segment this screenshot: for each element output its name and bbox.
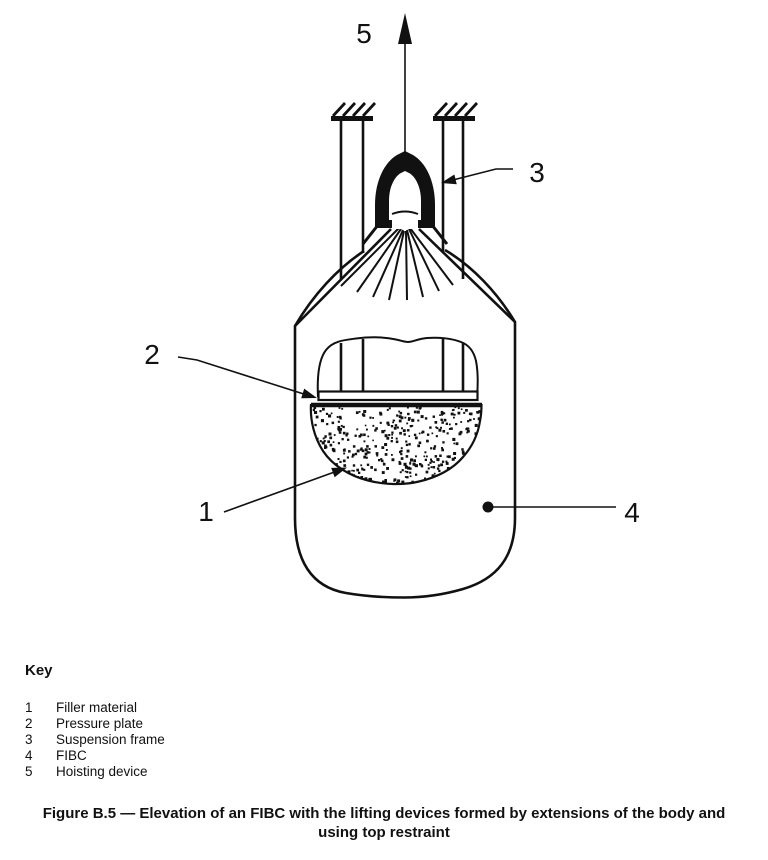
contents-outline	[316, 336, 479, 398]
figure-caption-line1: Figure B.5 — Elevation of an FIBC with t…	[42, 805, 726, 822]
fibc-body-outline	[293, 228, 517, 599]
gathered-fabric-lines	[340, 224, 454, 301]
figure-caption: Figure B.5 — Elevation of an FIBC with t…	[0, 804, 768, 842]
key-title: Key	[25, 662, 53, 679]
callout-4: 4	[624, 497, 640, 528]
key-items: 1 Filler material 2 Pressure plate 3 Sus…	[25, 700, 165, 780]
key-item: 5 Hoisting device	[25, 764, 165, 780]
key-item: 3 Suspension frame	[25, 732, 165, 748]
key-item-label: Suspension frame	[56, 732, 165, 747]
leader-2-arrowhead-icon	[301, 388, 317, 399]
callout-1: 1	[198, 496, 214, 527]
key-item-label: Hoisting device	[56, 764, 148, 779]
key-item-label: FIBC	[56, 748, 87, 763]
leader-1	[223, 469, 341, 513]
hoisting-device-arrow	[398, 13, 412, 156]
callout-5: 5	[356, 18, 372, 49]
callout-3: 3	[529, 157, 545, 188]
key-item-label: Filler material	[56, 700, 138, 715]
key-item: 1 Filler material	[25, 700, 165, 716]
ceiling-anchor-left	[331, 102, 377, 121]
key-item-number: 4	[25, 748, 33, 763]
key-item-number: 3	[25, 732, 33, 747]
pressure-plate	[311, 390, 482, 408]
suspension-frame	[375, 151, 435, 229]
lifting-straps	[339, 121, 465, 279]
lifting-loop-left	[293, 249, 365, 327]
leader-3	[446, 168, 513, 183]
leader-3-arrowhead-icon	[441, 174, 457, 185]
figure-diagram: 5 3 2 1 4	[144, 13, 640, 599]
leader-4-dot-icon	[482, 501, 494, 513]
arrow-up-icon	[398, 13, 412, 44]
key-item-number: 1	[25, 700, 33, 715]
key-item-number: 2	[25, 716, 33, 731]
leader-2	[177, 356, 311, 397]
callout-2: 2	[144, 339, 160, 370]
key-item-label: Pressure plate	[56, 716, 144, 731]
key-item: 4 FIBC	[25, 748, 165, 764]
filler-material-outline	[309, 403, 483, 486]
key-section: Key 1 Filler material 2 Pressure plate 3…	[25, 663, 165, 780]
lifting-loop-right	[444, 248, 517, 323]
key-item-number: 5	[25, 764, 33, 779]
figure-caption-line2: using top restraint	[318, 824, 450, 841]
filler-material-stipple	[312, 406, 482, 485]
leader-1-arrowhead-icon	[331, 467, 347, 478]
key-item: 2 Pressure plate	[25, 716, 165, 732]
ceiling-anchor-right	[433, 102, 479, 121]
